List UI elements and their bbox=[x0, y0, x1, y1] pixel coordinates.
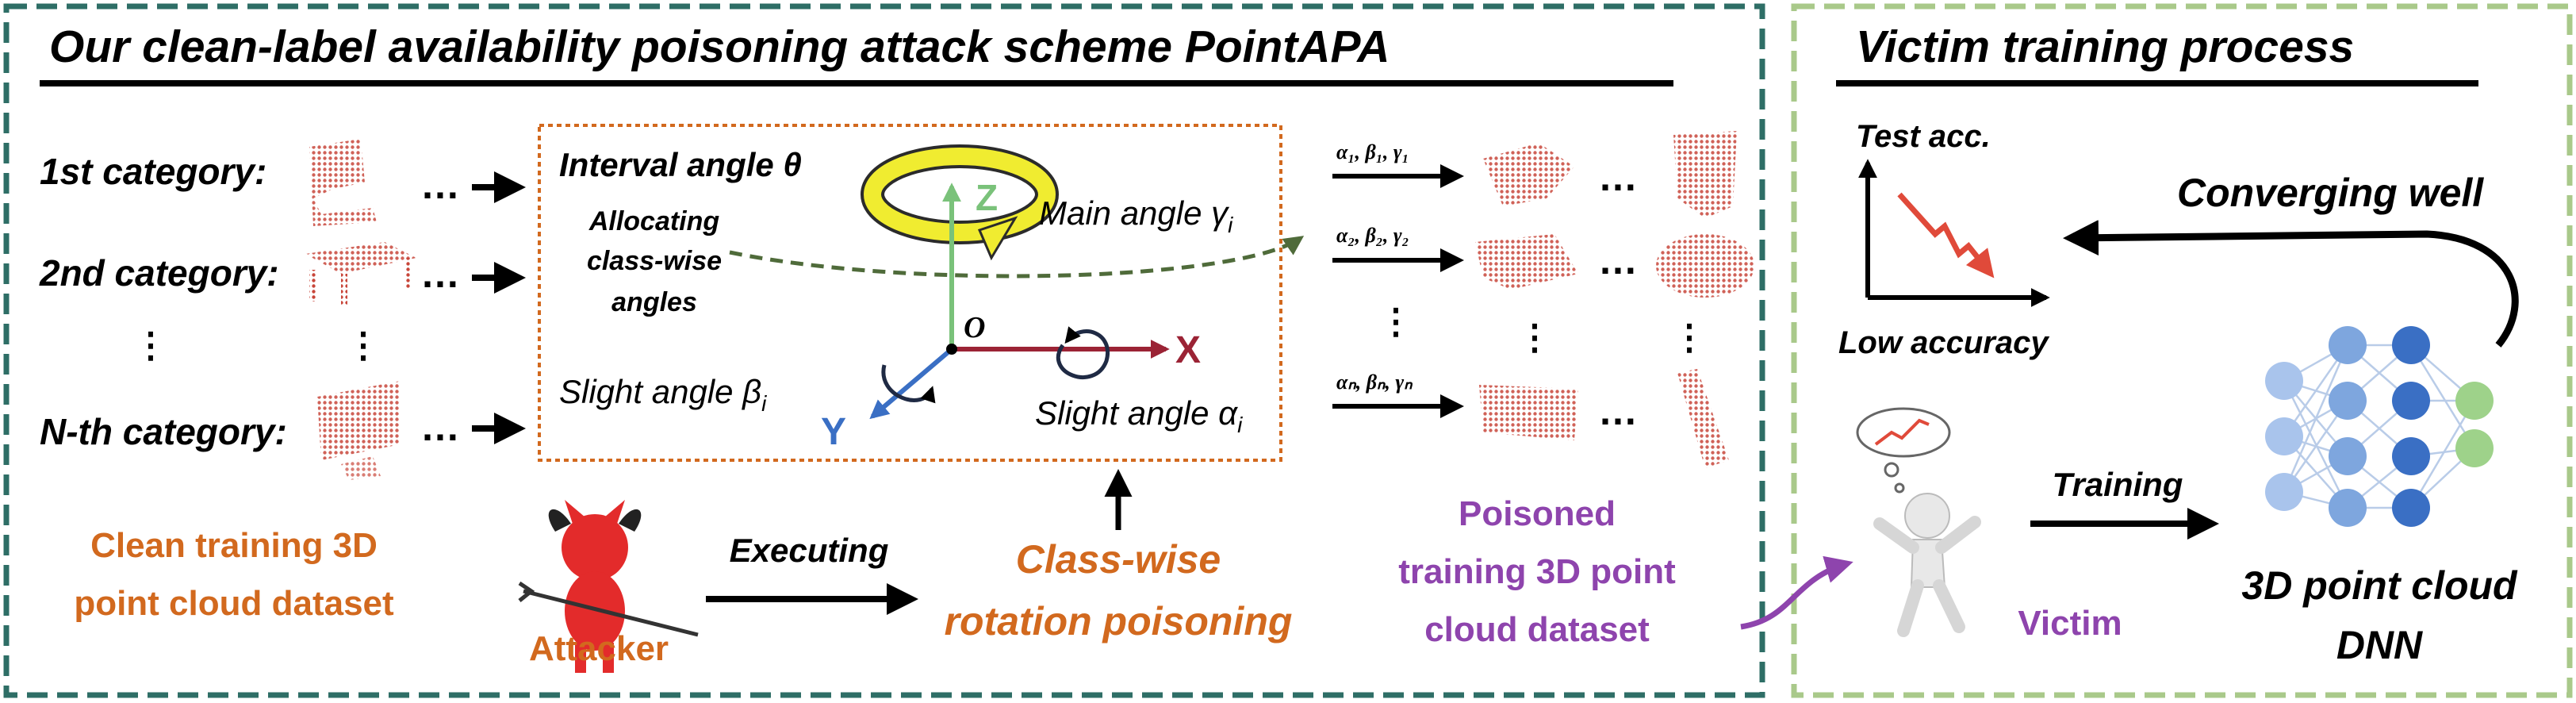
poisoned-dataset-label: Poisoned training 3D point cloud dataset bbox=[1398, 494, 1676, 649]
dnn-line-2: DNN bbox=[2336, 623, 2423, 667]
poisoned-dataset-line-3: cloud dataset bbox=[1424, 610, 1650, 649]
poisoned-vertical-dots-1: ⋮ bbox=[1517, 318, 1552, 357]
origin-label: O bbox=[964, 311, 985, 344]
dnn-network-icon bbox=[2265, 326, 2494, 527]
clean-dataset-line-2: point cloud dataset bbox=[74, 584, 394, 623]
slight-alpha-sub: i bbox=[1237, 413, 1243, 437]
slight-beta-sub: i bbox=[761, 391, 767, 416]
rotation-arc-beta bbox=[881, 364, 936, 404]
class-wise-line-1: Class-wise bbox=[1016, 537, 1221, 582]
dnn-label: 3D point cloud DNN bbox=[2241, 563, 2518, 667]
rotation-arc-alpha bbox=[1056, 326, 1110, 379]
victim-thought-bubble bbox=[1856, 407, 1951, 494]
allocating-dashed-arrow bbox=[729, 236, 1305, 279]
clean-dataset-label: Clean training 3D point cloud dataset bbox=[74, 526, 394, 623]
class-wise-label: Class-wise rotation poisoning bbox=[945, 537, 1293, 643]
allocating-line-2: class-wise bbox=[587, 246, 722, 276]
test-acc-label: Test acc. bbox=[1856, 119, 1991, 154]
left-panel-title: Our clean-label availability poisoning a… bbox=[49, 21, 1390, 72]
ellipsis-poisoned-2: … bbox=[1598, 238, 1638, 282]
class-wise-line-2: rotation poisoning bbox=[945, 599, 1293, 643]
poisoned-monitor-pointcloud-1 bbox=[1479, 385, 1578, 440]
dnn-line-1: 3D point cloud bbox=[2241, 563, 2518, 608]
axis-y-label: Y bbox=[821, 411, 846, 453]
decreasing-accuracy-line bbox=[1897, 192, 1995, 279]
angle-label-2: α₂, β₂, γ₂ bbox=[1336, 224, 1409, 247]
attacker-devil-icon bbox=[518, 500, 699, 673]
right-panel-title: Victim training process bbox=[1856, 21, 2354, 72]
ellipsis-poisoned-n: … bbox=[1598, 389, 1638, 433]
interval-angle-label: Interval angle θ bbox=[559, 146, 802, 183]
poisoned-dataset-line-2: training 3D point bbox=[1398, 552, 1676, 591]
slight-beta-label: Slight angle βi bbox=[559, 373, 767, 416]
poisoned-monitor-pointcloud-2 bbox=[1677, 369, 1729, 468]
slight-alpha-label: Slight angle αi bbox=[1035, 394, 1243, 437]
yellow-rotation-arrow bbox=[861, 144, 1059, 261]
poisoned-chair-pointcloud-1 bbox=[1483, 143, 1574, 206]
ellipsis-clean-2: … bbox=[420, 252, 460, 296]
allocating-text: Allocating class-wise angles bbox=[587, 206, 722, 317]
poisoned-chair-pointcloud-2 bbox=[1673, 131, 1737, 218]
clean-vertical-dots: ⋮ bbox=[346, 326, 381, 365]
victim-figure-icon bbox=[1873, 493, 1981, 637]
category-label-1: 1st category: bbox=[40, 151, 266, 192]
category-label-2: 2nd category: bbox=[39, 252, 279, 294]
poisoned-to-victim-arrow bbox=[1740, 555, 1853, 630]
category-vertical-dots: ⋮ bbox=[133, 326, 168, 365]
main-angle-label: Main angle γi bbox=[1039, 194, 1233, 237]
ellipsis-clean-1: … bbox=[420, 163, 460, 207]
ellipsis-poisoned-1: … bbox=[1598, 155, 1638, 199]
axis-y-line bbox=[869, 347, 953, 420]
main-angle-sub: i bbox=[1228, 213, 1233, 237]
rotation-box bbox=[538, 124, 1282, 462]
converging-label: Converging well bbox=[2177, 171, 2484, 215]
clean-table-pointcloud bbox=[305, 242, 416, 305]
angle-label-n: αₙ, βₙ, γₙ bbox=[1336, 371, 1413, 394]
low-accuracy-label: Low accuracy bbox=[1838, 325, 2049, 360]
allocating-line-3: angles bbox=[611, 287, 697, 317]
angle-vertical-dots: ⋮ bbox=[1378, 302, 1413, 341]
poisoned-dataset-line-1: Poisoned bbox=[1459, 494, 1616, 533]
clean-dataset-line-1: Clean training 3D bbox=[90, 526, 378, 565]
slight-beta-text: Slight angle β bbox=[559, 373, 761, 410]
right-panel-border bbox=[1791, 3, 2573, 698]
poisoned-vertical-dots-2: ⋮ bbox=[1672, 318, 1707, 357]
training-label: Training bbox=[2053, 466, 2183, 503]
allocating-line-1: Allocating bbox=[588, 206, 720, 236]
angle-label-1: α₁, β₁, γ₁ bbox=[1336, 140, 1409, 163]
clean-chair-pointcloud bbox=[309, 139, 377, 226]
category-label-n: N-th category: bbox=[40, 411, 287, 452]
axis-x-label: X bbox=[1175, 329, 1201, 371]
converging-feedback-arrow bbox=[2063, 220, 2519, 348]
clean-monitor-pointcloud bbox=[317, 381, 401, 480]
poisoned-table-pointcloud-1 bbox=[1475, 234, 1578, 290]
slight-alpha-text: Slight angle α bbox=[1035, 394, 1238, 432]
axis-z-label: Z bbox=[976, 177, 998, 218]
main-angle-text: Main angle γ bbox=[1039, 194, 1229, 232]
left-panel-border bbox=[3, 3, 1765, 698]
origin-dot bbox=[946, 344, 957, 355]
victim-label: Victim bbox=[2018, 604, 2122, 643]
poisoned-table-pointcloud-2 bbox=[1656, 234, 1754, 298]
attacker-label: Attacker bbox=[529, 629, 669, 668]
executing-label: Executing bbox=[730, 532, 889, 569]
ellipsis-clean-n: … bbox=[420, 405, 460, 449]
